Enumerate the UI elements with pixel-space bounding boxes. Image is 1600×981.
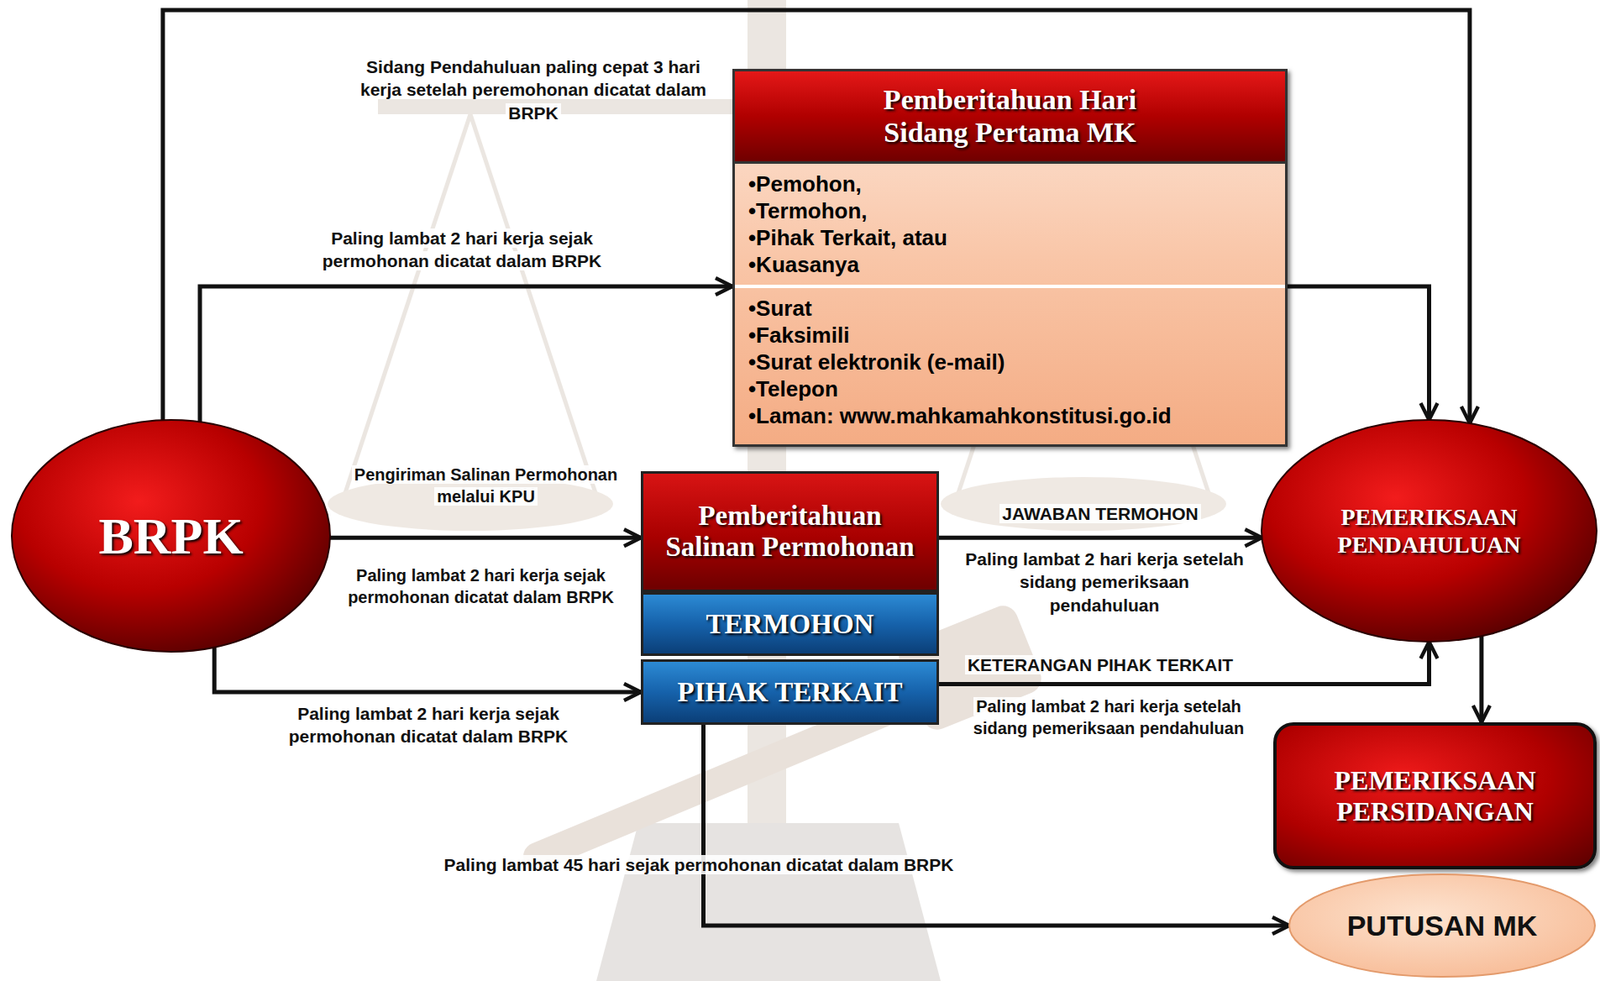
node-content: PIHAK TERKAIT <box>676 676 903 708</box>
annotation-text: Paling lambat 2 hari kerja sejak permoho… <box>286 703 572 746</box>
start-ellipse: BRPK <box>10 418 332 654</box>
scale-pan <box>940 477 1227 531</box>
bullet-item: •Telepon <box>748 375 1272 403</box>
annotation: JAWABAN TERMOHON <box>957 502 1244 525</box>
scale-base <box>596 823 941 981</box>
connector-arrow <box>199 286 733 422</box>
annotation: Pengiriman Salinan Permohonan melalui KP… <box>335 463 636 508</box>
connector-arrow <box>330 535 641 541</box>
bullet-item: •Pemohon, <box>748 170 1272 198</box>
notice-box: Pemberitahuan Hari Sidang Pertama MK •Pem… <box>732 68 1288 447</box>
box-header: Pemberitahuan Hari Sidang Pertama MK <box>734 71 1286 164</box>
process-box: PEMERIKSAAN PERSIDANGAN <box>1273 722 1597 870</box>
connector-arrow <box>1479 635 1484 723</box>
node-content: TERMOHON <box>706 608 875 640</box>
node-content: Pemberitahuan Salinan Permohonan <box>643 500 937 563</box>
node-label: PEMERIKSAAN PENDAHULUAN <box>1303 503 1556 559</box>
annotation-text: KETERANGAN PIHAK TERKAIT <box>965 655 1236 675</box>
node-content: PUTUSAN MK <box>1347 908 1538 944</box>
annotation: Paling lambat 45 hari sejak permohonan d… <box>388 853 1010 877</box>
party-band: PIHAK TERKAIT <box>640 659 940 725</box>
annotation-text: Sidang Pendahuluan paling cepat 3 hari k… <box>357 57 709 123</box>
bullet-item: •Pihak Terkait, atau <box>748 224 1272 252</box>
node-label: BRPK <box>98 507 243 565</box>
node-content: PEMERIKSAAN PENDAHULUAN <box>1303 503 1556 559</box>
divider-line <box>734 284 1286 289</box>
connector-arrow <box>703 724 1291 926</box>
connector-arrow <box>939 535 1262 541</box>
node-label: PIHAK TERKAIT <box>676 676 903 708</box>
connector-arrow <box>214 647 641 693</box>
box-heading: Pemberitahuan Hari Sidang Pertama MK <box>842 83 1179 148</box>
ellipse-outline <box>1259 418 1599 644</box>
bullet-item: •Kuasanya <box>748 251 1272 279</box>
node-content: BRPK <box>98 507 243 565</box>
ellipse-shape <box>1289 874 1595 977</box>
node-label: PEMERIKSAAN PERSIDANGAN <box>1305 765 1566 828</box>
process-box: Pemberitahuan Salinan Permohonan <box>640 471 940 593</box>
node-label: Pemberitahuan Salinan Permohonan <box>661 500 919 563</box>
annotation-text: Paling lambat 2 hari kerja setelah sidan… <box>970 697 1247 738</box>
annotation-text: Paling lambat 2 hari kerja sejak permoho… <box>345 566 617 607</box>
annotation-text: Paling lambat 2 hari kerja sejak permoho… <box>320 228 605 271</box>
annotation: Paling lambat 2 hari kerja sejak permoho… <box>323 564 639 609</box>
annotation: Paling lambat 2 hari kerja setelah sidan… <box>961 547 1248 617</box>
annotation: Paling lambat 2 hari kerja sejak permoho… <box>256 702 601 749</box>
bullet-list: •Pemohon,•Termohon,•Pihak Terkait, atau•… <box>734 163 1286 285</box>
bullet-item: •Surat <box>748 294 1272 322</box>
ellipse-shape <box>11 419 331 652</box>
annotation-text: Pengiriman Salinan Permohonan melalui KP… <box>351 465 620 506</box>
ellipse-shape <box>1261 419 1597 642</box>
scale-string <box>470 114 597 496</box>
party-band: TERMOHON <box>640 592 940 656</box>
annotation-text: Paling lambat 2 hari kerja setelah sidan… <box>962 549 1246 615</box>
node-content: PEMERIKSAAN PERSIDANGAN <box>1305 765 1566 828</box>
node-label: TERMOHON <box>706 608 875 640</box>
hearing-ellipse: PEMERIKSAAN PENDAHULUAN <box>1259 418 1599 644</box>
annotation: Paling lambat 2 hari kerja sejak permoho… <box>289 226 635 273</box>
bullet-item: •Surat elektronik (e-mail) <box>748 348 1272 376</box>
bullet-list: •Surat•Faksimili•Surat elektronik (e-mai… <box>734 288 1286 436</box>
connector-arrow <box>939 641 1430 685</box>
bullet-item: •Termohon, <box>748 197 1272 225</box>
annotation-text: Paling lambat 45 hari sejak permohonan d… <box>441 855 957 875</box>
annotation: Sidang Pendahuluan paling cepat 3 hari k… <box>352 55 714 125</box>
result-ellipse: PUTUSAN MK <box>1287 872 1597 979</box>
node-label: PUTUSAN MK <box>1347 908 1538 944</box>
bullet-item: •Faksimili <box>748 321 1272 349</box>
scale-string <box>344 114 471 496</box>
node-content: Pemberitahuan Hari Sidang Pertama MK •Pem… <box>734 71 1286 436</box>
annotation: KETERANGAN PIHAK TERKAIT <box>932 653 1269 677</box>
connector-arrow <box>1287 286 1430 420</box>
bullet-item: •Laman: www.mahkamahkonstitusi.go.id <box>748 402 1272 430</box>
annotation: Paling lambat 2 hari kerja setelah sidan… <box>949 695 1269 740</box>
annotation-text: JAWABAN TERMOHON <box>999 503 1201 524</box>
